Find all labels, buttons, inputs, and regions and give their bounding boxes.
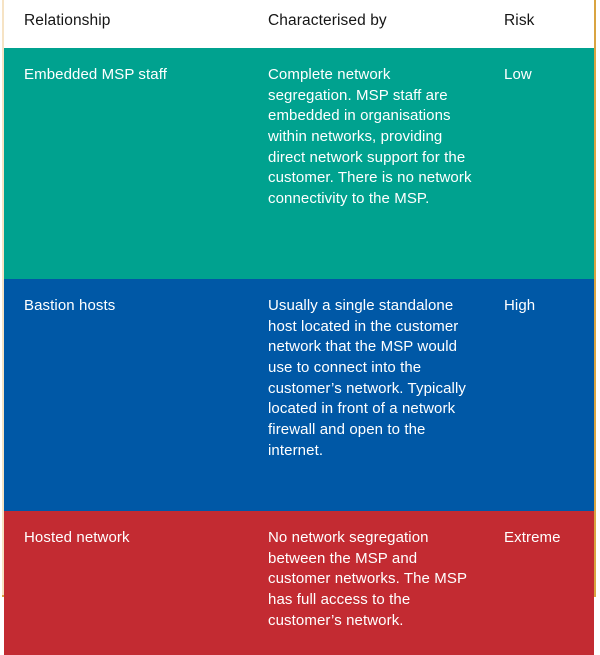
table-header: Relationship Characterised by Risk — [4, 0, 594, 48]
cell-relationship: Hosted network — [4, 511, 256, 655]
cell-characterised-by: Usually a single standalone host located… — [256, 279, 494, 511]
cell-relationship: Embedded MSP staff — [4, 48, 256, 279]
cell-relationship: Bastion hosts — [4, 279, 256, 511]
column-header-relationship: Relationship — [4, 0, 256, 48]
column-header-risk: Risk — [494, 0, 594, 48]
cell-risk: High — [494, 279, 594, 511]
table-body: Embedded MSP staff Complete network segr… — [4, 48, 594, 655]
cell-risk: Extreme — [494, 511, 594, 655]
table-header-row: Relationship Characterised by Risk — [4, 0, 594, 48]
right-edge-rule — [594, 0, 596, 597]
cell-risk: Low — [494, 48, 594, 279]
cell-characterised-by: Complete network segregation. MSP staff … — [256, 48, 494, 279]
column-header-characterised-by: Characterised by — [256, 0, 494, 48]
left-edge-rule — [2, 0, 4, 596]
table-row: Bastion hosts Usually a single standalon… — [4, 279, 594, 511]
table-row: Embedded MSP staff Complete network segr… — [4, 48, 594, 279]
table-row: Hosted network No network segregation be… — [4, 511, 594, 655]
cell-characterised-by: No network segregation between the MSP a… — [256, 511, 494, 655]
relationship-risk-table: Relationship Characterised by Risk Embed… — [4, 0, 594, 655]
